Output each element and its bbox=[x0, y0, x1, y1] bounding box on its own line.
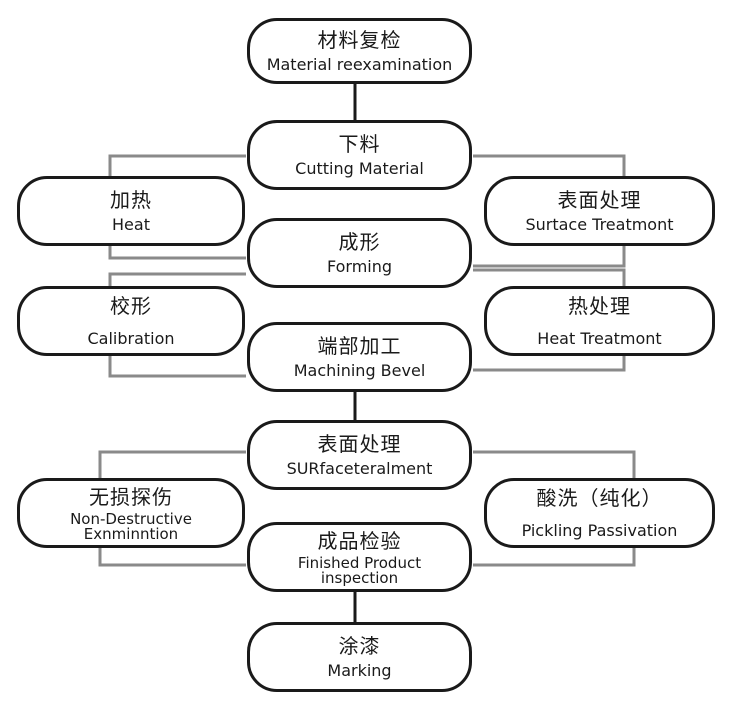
node-zh-label: 表面处理 bbox=[317, 432, 402, 456]
node-nondestructive-testing: 无损探伤 Non-Destructive Exnminntion bbox=[17, 478, 245, 548]
node-en-label: Forming bbox=[326, 257, 393, 276]
node-finished-product-inspection: 成品检验 Finished Product inspection bbox=[247, 522, 472, 592]
node-en-label-line2: Exnminntion bbox=[83, 524, 179, 543]
node-machining-bevel: 端部加工 Machining Bevel bbox=[247, 322, 472, 392]
node-zh-label: 下料 bbox=[338, 132, 381, 156]
node-en-label: SURfaceteralment bbox=[286, 459, 433, 478]
node-en-label: Heat Treatmont bbox=[537, 329, 662, 348]
node-en-label: Machining Bevel bbox=[293, 361, 426, 380]
node-en-label: Material reexamination bbox=[266, 55, 453, 74]
node-heat-treatment: 热处理 Heat Treatmont bbox=[484, 286, 715, 356]
node-heat: 加热 Heat bbox=[17, 176, 245, 246]
loop-right-3 bbox=[473, 450, 636, 480]
node-en-label-line1: Non-Destructive bbox=[70, 509, 192, 528]
node-calibration: 校形 Calibration bbox=[17, 286, 245, 356]
node-marking: 涂漆 Marking bbox=[247, 622, 472, 692]
node-zh-label: 校形 bbox=[110, 294, 152, 318]
node-en-label: Pickling Passivation bbox=[521, 521, 678, 540]
node-zh-label: 无损探伤 bbox=[89, 484, 173, 509]
loop-left-2 bbox=[108, 272, 246, 288]
node-en-label-line1: Finished Product bbox=[297, 553, 422, 572]
node-pickling-passivation: 酸洗（纯化） Pickling Passivation bbox=[484, 478, 715, 548]
node-surface-treatment-1: 表面处理 Surtace Treatmont bbox=[484, 176, 715, 246]
node-zh-label: 成品检验 bbox=[317, 528, 402, 553]
loop-right-1b bbox=[473, 244, 626, 268]
node-zh-label: 材料复检 bbox=[317, 28, 402, 52]
loop-left-1b bbox=[108, 244, 246, 260]
node-en-label: Surtace Treatmont bbox=[525, 215, 674, 234]
node-material-reexamination: 材料复检 Material reexamination bbox=[247, 18, 472, 84]
loop-right-2 bbox=[473, 268, 626, 288]
node-surface-treatment-2: 表面处理 SURfaceteralment bbox=[247, 420, 472, 490]
node-zh-label: 酸洗（纯化） bbox=[536, 486, 663, 510]
node-zh-label: 端部加工 bbox=[317, 334, 402, 358]
node-zh-label: 热处理 bbox=[568, 294, 631, 318]
node-zh-label: 成形 bbox=[338, 230, 381, 254]
node-en-label: Marking bbox=[327, 661, 392, 680]
loop-right-1 bbox=[473, 154, 626, 178]
node-cutting-material: 下料 Cutting Material bbox=[247, 120, 472, 190]
loop-right-2b bbox=[473, 354, 626, 372]
loop-left-3b bbox=[98, 546, 246, 567]
node-forming: 成形 Forming bbox=[247, 218, 472, 288]
loop-right-3b bbox=[473, 546, 636, 567]
node-en-label: Heat bbox=[112, 215, 150, 234]
node-zh-label: 涂漆 bbox=[338, 634, 381, 658]
loop-left-2b bbox=[108, 352, 246, 378]
loop-left-1 bbox=[108, 154, 246, 178]
node-zh-label: 表面处理 bbox=[557, 188, 642, 212]
node-zh-label: 加热 bbox=[110, 188, 152, 212]
node-en-label: Cutting Material bbox=[295, 159, 424, 178]
node-en-label: Calibration bbox=[87, 329, 175, 348]
loop-left-3 bbox=[98, 450, 246, 480]
node-en-label-line2: inspection bbox=[320, 568, 399, 587]
